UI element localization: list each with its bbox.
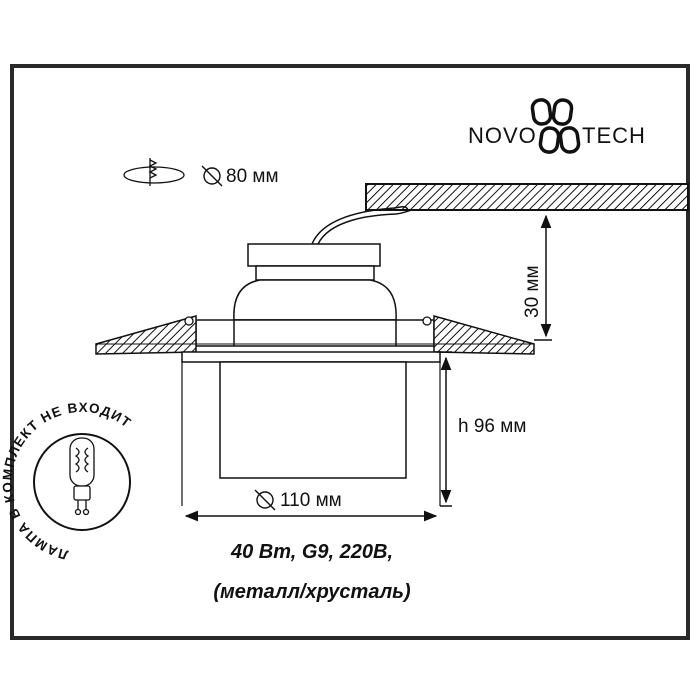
- height-dimension: [436, 351, 452, 507]
- lamp-not-included-badge: ЛАМПА В КОМПЛЕКТ НЕ ВХОДИТ: [0, 400, 133, 563]
- crystal-shade: [181, 351, 441, 506]
- diameter-label: 110 мм: [280, 490, 342, 511]
- brand-name-right: TECH: [582, 123, 646, 148]
- g9-bulb-icon: [69, 437, 95, 516]
- ceiling-slab: [365, 183, 689, 211]
- brand-name-left: NOVO: [468, 123, 537, 148]
- depth-label: 30 мм: [522, 265, 543, 318]
- drawing-frame: [10, 64, 690, 640]
- cutout-label: 80 мм: [226, 166, 279, 187]
- specs-line-2: (металл/хрусталь): [213, 581, 411, 603]
- diameter-symbol-icon: [201, 165, 223, 187]
- specs-line-1: 40 Вт, G9, 220В,: [230, 541, 393, 563]
- depth-dimension: [534, 214, 552, 341]
- brand-logo: NOVO TECH: [468, 98, 646, 154]
- mounting-spring-right: [422, 316, 432, 326]
- height-label: h 96 мм: [458, 416, 526, 437]
- trim-ring: [95, 315, 535, 355]
- cutout-diameter-icon: [123, 158, 185, 186]
- mounting-spring-left: [184, 316, 194, 326]
- fixture-body: [195, 243, 435, 347]
- brand-logo-icon: [530, 98, 581, 154]
- diameter-symbol-icon-2: [254, 489, 276, 511]
- power-cable: [311, 206, 413, 245]
